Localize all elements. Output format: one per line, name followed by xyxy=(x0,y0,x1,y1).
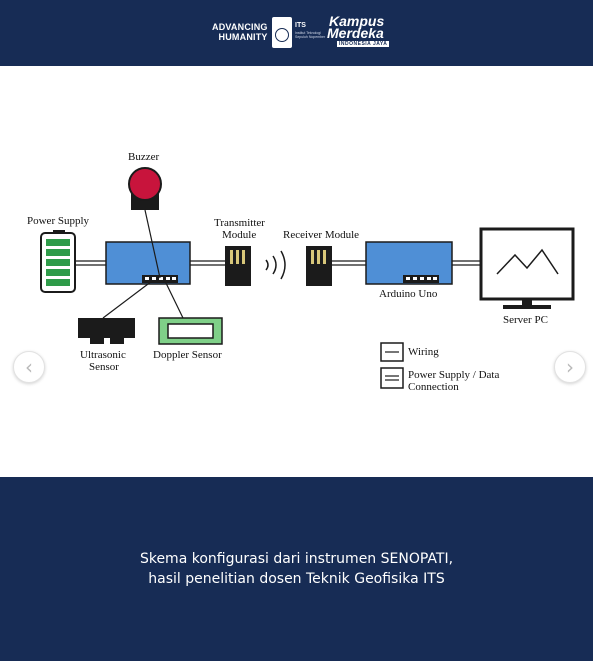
ultrasonic-label-line2: Sensor xyxy=(89,361,119,373)
carousel-prev-button[interactable]: ‹ xyxy=(13,351,45,383)
wiring-line xyxy=(144,209,161,279)
server-label: Server PC xyxy=(503,314,548,326)
advancing-humanity-logo: ADVANCING HUMANITY xyxy=(212,22,268,42)
wiring-line xyxy=(102,280,153,319)
buzzer-icon xyxy=(128,167,162,210)
doppler-sensor-icon xyxy=(158,317,223,345)
transmitter-module-icon xyxy=(225,246,251,286)
legend-power-label-line1: Power Supply / Data xyxy=(408,369,499,381)
ultrasonic-sensor-icon xyxy=(78,318,135,344)
carousel-next-button[interactable]: › xyxy=(554,351,586,383)
power-supply-icon xyxy=(40,230,76,293)
chevron-right-icon: › xyxy=(566,355,574,379)
sensor-board-icon xyxy=(105,241,191,285)
arduino-label: Arduino Uno xyxy=(379,288,438,300)
header-banner: ADVANCING HUMANITY ITS Institut Teknolog… xyxy=(0,0,593,66)
ultrasonic-label-line1: Ultrasonic xyxy=(80,349,126,361)
buzzer-label: Buzzer xyxy=(128,151,159,163)
wiring-line xyxy=(164,280,184,319)
transmitter-label-line1: Transmitter xyxy=(214,217,265,229)
receiver-label: Receiver Module xyxy=(283,229,359,241)
power-supply-label: Power Supply xyxy=(27,215,90,227)
legend: Wiring Power Supply / Data Connection xyxy=(380,342,499,393)
humanity-text: HUMANITY xyxy=(218,32,268,42)
its-seal-icon xyxy=(275,28,289,42)
system-diagram: Power Supply Buzzer Ultrasonic Sensor Do… xyxy=(27,151,575,393)
doppler-label: Doppler Sensor xyxy=(153,349,222,361)
arduino-uno-icon xyxy=(365,241,453,285)
caption-banner: Skema konfigurasi dari instrumen SENOPAT… xyxy=(0,477,593,661)
its-subtitle: Institut Teknologi Sepuluh Nopember xyxy=(295,31,326,39)
caption-line1: Skema konfigurasi dari instrumen SENOPAT… xyxy=(139,551,454,567)
caption-line2: hasil penelitian dosen Teknik Geofisika … xyxy=(148,571,445,587)
legend-power-label-line2: Connection xyxy=(408,381,459,393)
its-label: ITS xyxy=(295,22,306,29)
merdeka-text: Merdeka xyxy=(327,25,384,41)
kampus-text: Kampus xyxy=(329,13,385,29)
receiver-module-icon xyxy=(306,246,332,286)
wireless-signal-icon xyxy=(265,250,286,280)
its-logo xyxy=(272,17,292,48)
legend-power-swatch xyxy=(380,367,404,389)
transmitter-label-line2: Module xyxy=(222,229,256,241)
legend-wiring-label: Wiring xyxy=(408,346,439,358)
kampus-tagline: INDONESIA JAYA xyxy=(337,41,390,47)
advancing-text: ADVANCING xyxy=(212,22,268,32)
chevron-left-icon: ‹ xyxy=(25,355,33,379)
server-pc-icon xyxy=(479,227,575,309)
